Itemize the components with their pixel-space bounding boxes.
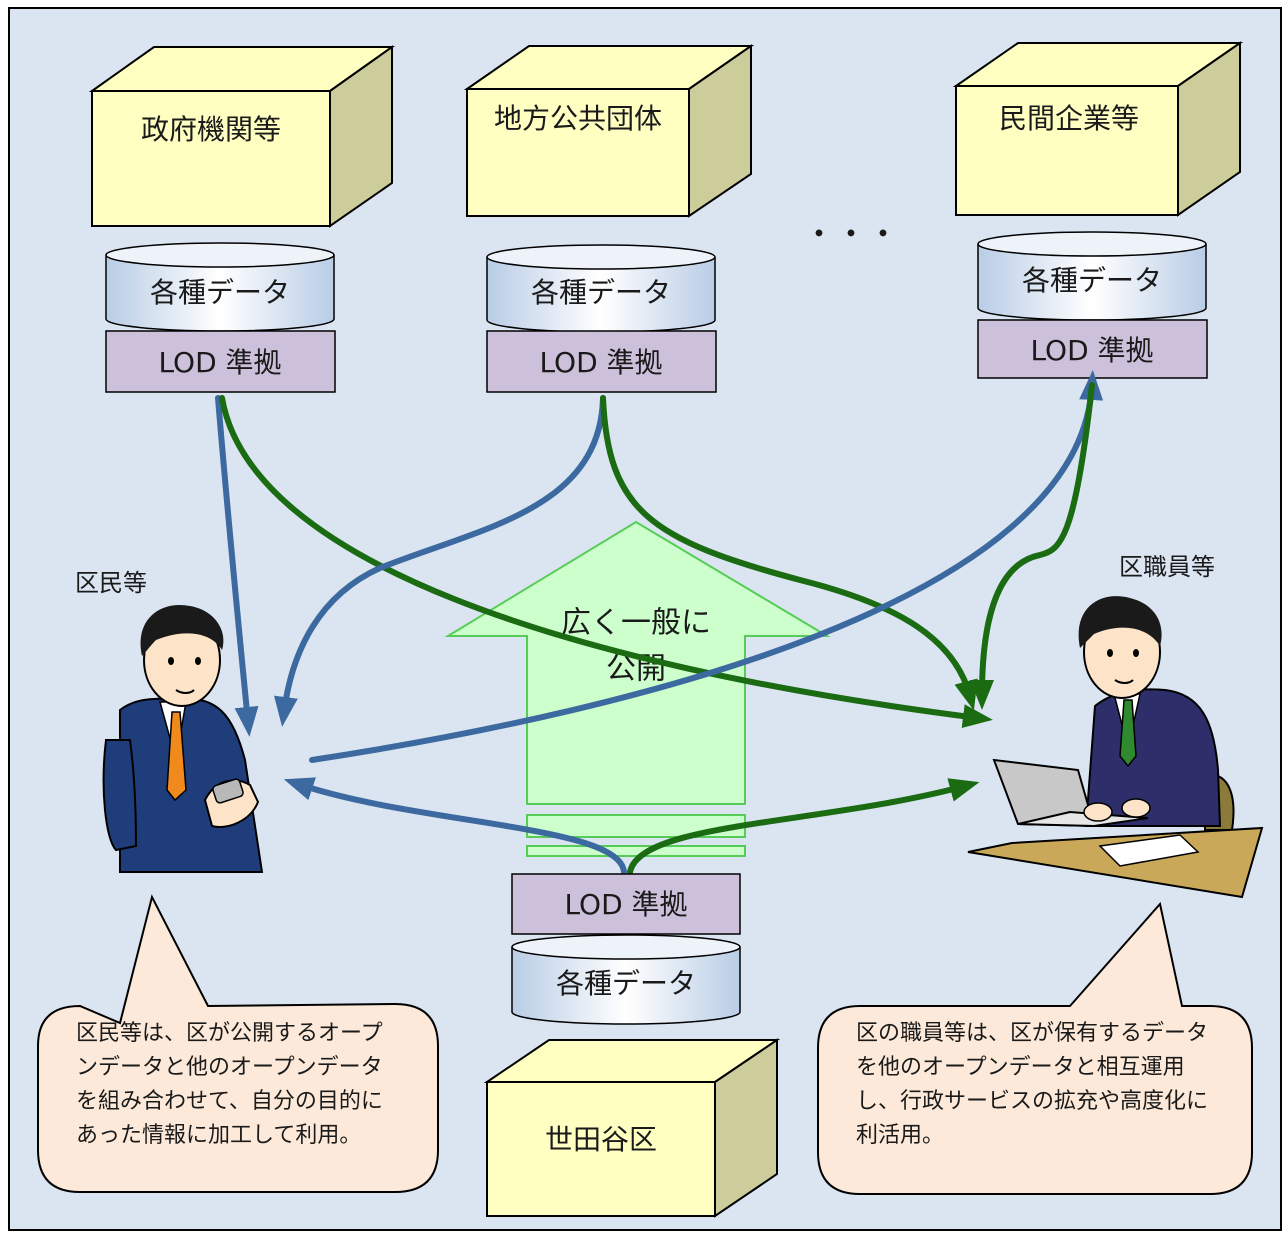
arrow-local-to-residents (274, 395, 606, 727)
box-government-label: 政府機関等 (141, 113, 281, 146)
callout-staff-line3: し、行政サービスの拡充や高度化に (856, 1089, 1208, 1114)
lod-local-government: LOD 準拠 (486, 330, 717, 393)
callout-residents-line4: あった情報に加工して利用。 (76, 1123, 361, 1148)
callout-residents: 区民等は、区が公開するオープ ンデータと他のオープンデータ を組み合わせて、自分… (37, 894, 439, 1193)
lod-government-label: LOD 準拠 (158, 346, 281, 379)
lod-setagaya-label: LOD 準拠 (564, 888, 687, 921)
box-local-government: 地方公共団体 (463, 44, 755, 218)
arrow-setagaya-to-residents (283, 777, 627, 875)
database-setagaya: 各種データ (511, 934, 741, 1025)
database-private: 各種データ (977, 231, 1207, 321)
arrow-gov-to-residents (215, 395, 259, 737)
database-local-government: 各種データ (486, 244, 716, 333)
lod-private: LOD 準拠 (977, 319, 1208, 379)
callout-staff-line4: 利活用。 (856, 1123, 944, 1148)
box-setagaya: 世田谷区 (483, 1038, 781, 1218)
callout-staff-line2: を他のオープンデータと相互運用 (856, 1055, 1185, 1080)
arrow-gov-to-staff (219, 395, 993, 729)
staff-label: 区職員等 (1119, 553, 1215, 581)
arrow-private-to-staff (970, 382, 1095, 710)
flow-arrows (215, 370, 1104, 875)
lod-government: LOD 準拠 (105, 330, 336, 393)
callout-staff-line1: 区の職員等は、区が保有するデータ (856, 1021, 1208, 1046)
callout-staff: 区の職員等は、区が保有するデータ を他のオープンデータと相互運用 し、行政サービ… (817, 901, 1253, 1195)
residents-label: 区民等 (75, 569, 147, 597)
box-government: 政府機関等 (88, 45, 396, 228)
publish-label-line1: 広く一般に (561, 606, 711, 641)
database-setagaya-label: 各種データ (556, 967, 696, 1000)
lod-private-label: LOD 準拠 (1030, 334, 1153, 367)
callout-residents-line1: 区民等は、区が公開するオープ (76, 1021, 383, 1046)
box-local-government-label: 地方公共団体 (494, 102, 662, 135)
box-setagaya-label: 世田谷区 (545, 1123, 657, 1156)
database-government: 各種データ (105, 242, 335, 332)
callout-residents-line2: ンデータと他のオープンデータ (76, 1055, 383, 1080)
box-private: 民間企業等 (952, 41, 1244, 217)
arrow-private-to-residents (309, 370, 1104, 763)
arrow-local-to-staff (600, 395, 978, 711)
database-government-label: 各種データ (150, 276, 290, 309)
callout-residents-line3: を組み合わせて、自分の目的に (76, 1089, 383, 1114)
staff-person-illustration (967, 596, 1264, 899)
lod-local-government-label: LOD 準拠 (539, 346, 662, 379)
lod-setagaya: LOD 準拠 (511, 873, 741, 935)
arrow-setagaya-to-staff (627, 778, 980, 875)
box-private-label: 民間企業等 (999, 102, 1139, 135)
resident-person-illustration (102, 604, 264, 873)
database-private-label: 各種データ (1022, 264, 1162, 297)
ellipsis-more-orgs: ・・・ (803, 215, 899, 253)
database-local-government-label: 各種データ (531, 276, 671, 309)
publish-up-arrow: 広く一般に 公開 (444, 520, 831, 857)
